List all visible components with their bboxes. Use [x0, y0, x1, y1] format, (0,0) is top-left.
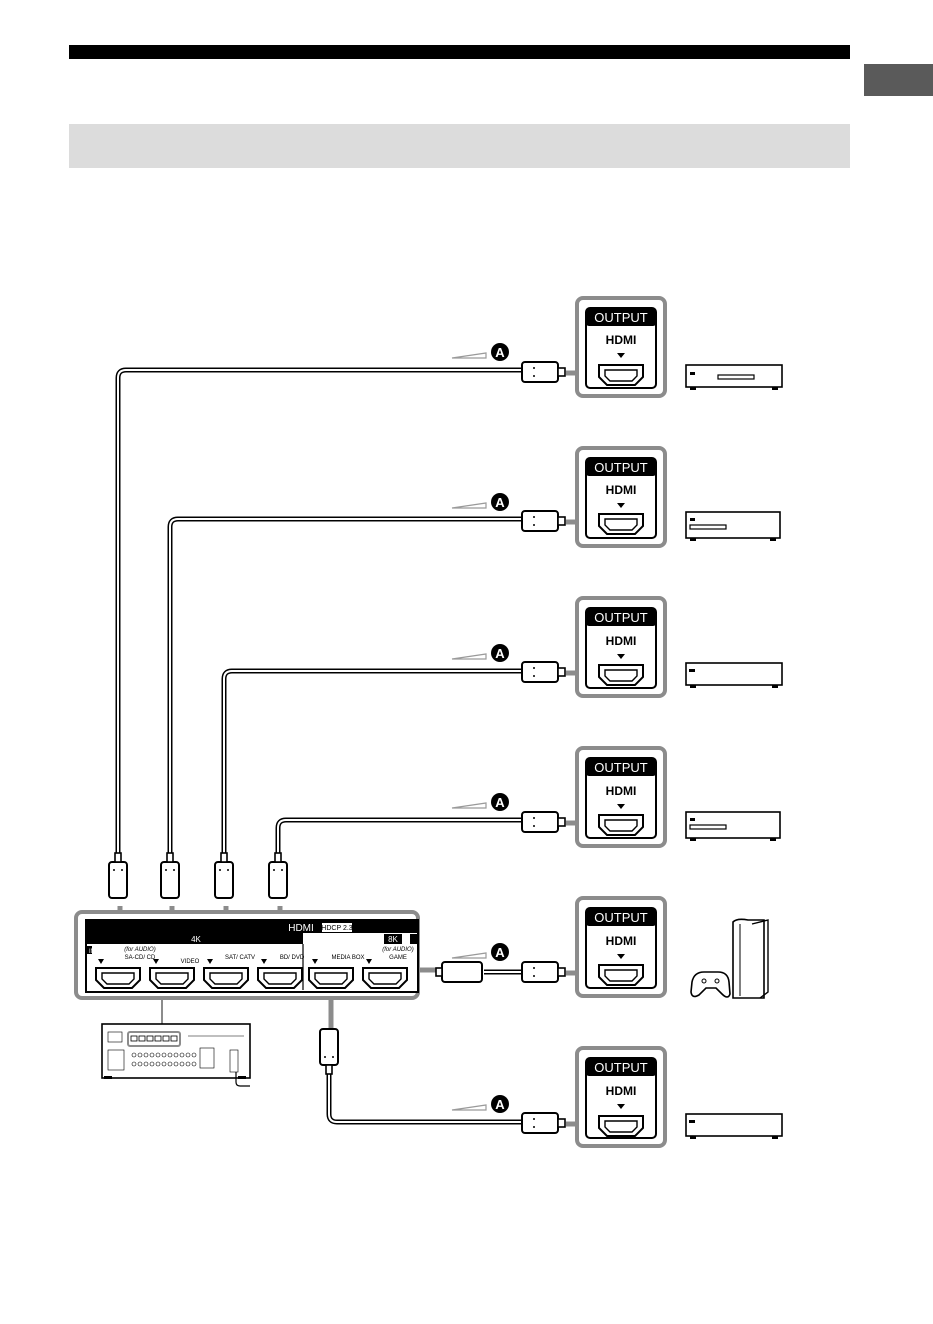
- source-plugs: [522, 362, 565, 1133]
- panel-title: HDMI: [288, 923, 314, 934]
- blu-ray-player-icon: [686, 365, 782, 390]
- output-label: OUTPUT: [594, 910, 648, 925]
- hdmi-label: HDMI: [606, 634, 637, 648]
- cable-badge-a: A: [495, 646, 505, 661]
- hdmi-socket-sa-cd: [96, 968, 140, 988]
- receiver-panel: HDMI HDCP 2.3 IN 4K 8K (for AUDIO) SA-CD…: [76, 912, 418, 998]
- hdmi-socket-video: [150, 968, 194, 988]
- cable-labels: A A A A A A: [452, 343, 509, 1113]
- input-label-sa-cd: SA-CD/ CD: [125, 955, 156, 961]
- source-panel: OUTPUT HDMI: [577, 748, 665, 846]
- recorder-icon: [686, 812, 780, 841]
- input-label-sat-catv: SAT/ CATV: [225, 955, 255, 961]
- source-panel: OUTPUT HDMI: [577, 1048, 665, 1146]
- hdmi-label: HDMI: [606, 483, 637, 497]
- input-label-bd-dvd: BD/ DVD: [280, 955, 305, 961]
- output-label: OUTPUT: [594, 310, 648, 325]
- av-receiver-icon: [102, 998, 250, 1086]
- game-console-icon: [733, 919, 768, 998]
- set-top-box-icon: [686, 663, 782, 688]
- badge-4k: 4K: [191, 935, 201, 944]
- input-label-video: VIDEO: [181, 959, 200, 965]
- source-panel: OUTPUT HDMI: [577, 598, 665, 696]
- input-label-sa-cd-top: (for AUDIO): [124, 947, 155, 953]
- connection-arrowheads: [113, 366, 600, 1131]
- cable-badge-a: A: [495, 345, 505, 360]
- hdmi-label: HDMI: [606, 784, 637, 798]
- output-label: OUTPUT: [594, 1060, 648, 1075]
- source-panel: OUTPUT HDMI: [577, 898, 665, 996]
- output-label: OUTPUT: [594, 610, 648, 625]
- source-panel: OUTPUT HDMI: [577, 298, 665, 396]
- cable-badge-a: A: [495, 945, 505, 960]
- connection-arrows: [120, 373, 596, 1124]
- hdmi-socket-bd-dvd: [258, 968, 302, 988]
- hdmi-socket-media-box: [309, 968, 353, 988]
- streaming-box-icon: [686, 1114, 782, 1139]
- game-controller-icon: [691, 972, 730, 997]
- hdmi-label: HDMI: [606, 934, 637, 948]
- hdmi-label: HDMI: [606, 1084, 637, 1098]
- hdmi-socket-sat-catv: [204, 968, 248, 988]
- cable-badge-a: A: [495, 795, 505, 810]
- hdmi-label: HDMI: [606, 333, 637, 347]
- in-label: IN: [89, 949, 95, 955]
- dvd-player-icon: [686, 512, 780, 541]
- hdmi-socket-game: [363, 968, 407, 988]
- output-label: OUTPUT: [594, 760, 648, 775]
- source-panel: OUTPUT HDMI: [577, 448, 665, 546]
- input-label-media-box: MEDIA BOX: [331, 955, 364, 961]
- cable-badge-a: A: [495, 495, 505, 510]
- output-label: OUTPUT: [594, 460, 648, 475]
- source-panels: OUTPUT HDMI OUTPUT HDMI OUTPUT HDMI: [577, 298, 665, 1146]
- cable-lines: [118, 370, 522, 1122]
- cable-badge-a: A: [495, 1097, 505, 1112]
- input-label-game-top: (for AUDIO): [382, 947, 413, 953]
- input-label-game: GAME: [389, 955, 407, 961]
- hdcp-label: HDCP 2.3: [321, 925, 352, 932]
- badge-8k: 8K: [388, 935, 398, 944]
- source-devices: [686, 365, 782, 1139]
